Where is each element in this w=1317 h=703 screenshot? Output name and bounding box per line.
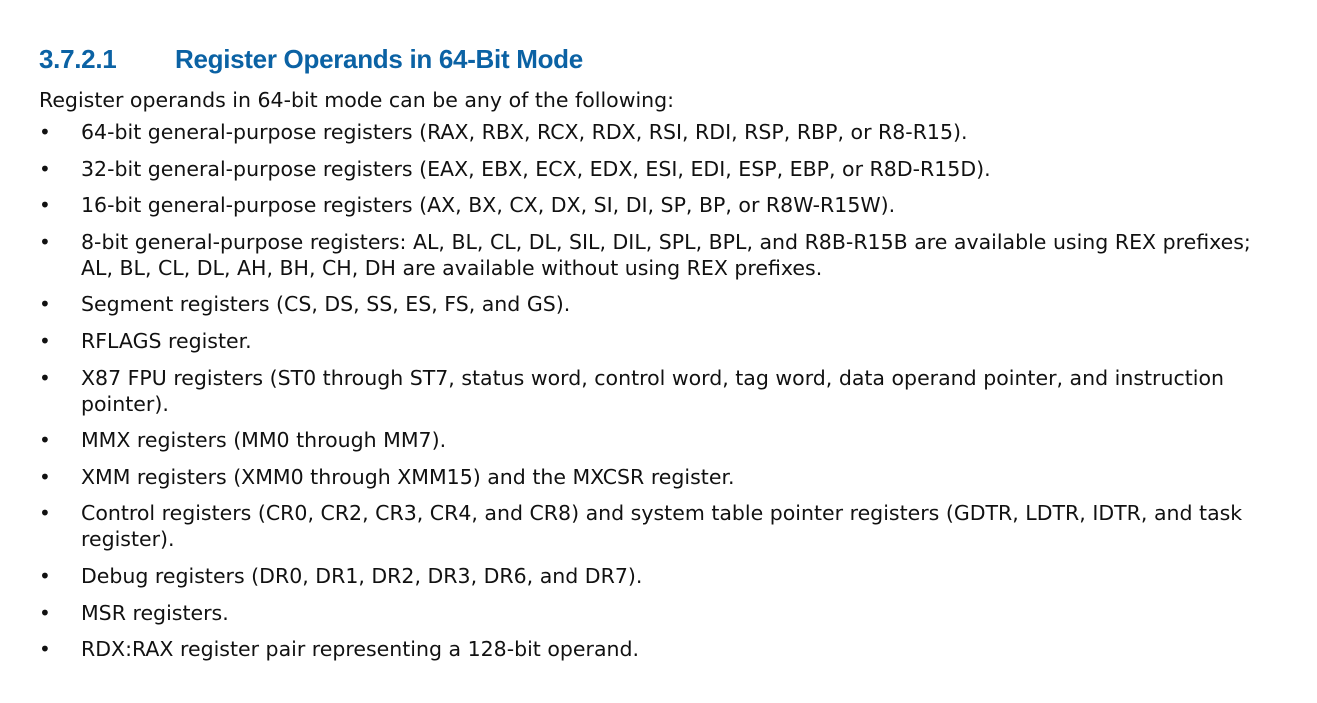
section-title: Register Operands in 64-Bit Mode <box>175 44 583 74</box>
bullet-icon: • <box>39 501 51 526</box>
list-item: • MSR registers. <box>39 600 1289 626</box>
intro-paragraph: Register operands in 64-bit mode can be … <box>39 88 675 112</box>
list-item: • 64-bit general-purpose registers (RAX, … <box>39 119 1289 145</box>
list-item-text: Control registers (CR0, CR2, CR3, CR4, a… <box>81 501 1243 552</box>
bullet-icon: • <box>39 600 51 625</box>
list-item-text: 8-bit general-purpose registers: AL, BL,… <box>81 229 1251 280</box>
list-item-text: XMM registers (XMM0 through XMM15) and t… <box>81 464 735 489</box>
bullet-icon: • <box>39 156 51 181</box>
bullet-icon: • <box>39 328 51 353</box>
bullet-icon: • <box>39 193 51 218</box>
list-item: • XMM registers (XMM0 through XMM15) and … <box>39 464 1289 490</box>
list-item-text: X87 FPU registers (ST0 through ST7, stat… <box>81 365 1224 416</box>
bullet-icon: • <box>39 637 51 662</box>
list-item: • 32-bit general-purpose registers (EAX, … <box>39 156 1289 182</box>
bullet-icon: • <box>39 428 51 453</box>
bullet-icon: • <box>39 120 51 144</box>
section-number: 3.7.2.1 <box>39 44 117 74</box>
list-item-text: RFLAGS register. <box>81 328 252 353</box>
list-item: • X87 FPU registers (ST0 through ST7, sta… <box>39 365 1289 417</box>
list-item-text: Segment registers (CS, DS, SS, ES, FS, a… <box>81 292 571 317</box>
list-item: • Segment registers (CS, DS, SS, ES, FS, … <box>39 291 1289 317</box>
list-item-text: 32-bit general-purpose registers (EAX, E… <box>81 156 991 181</box>
list-item-text: 64-bit general-purpose registers (RAX, R… <box>81 120 968 144</box>
document-page: 3.7.2.1 Register Operands in 64-Bit Mode… <box>39 42 1289 673</box>
bullet-icon: • <box>39 365 51 390</box>
bullet-icon: • <box>39 292 51 317</box>
list-item: • Debug registers (DR0, DR1, DR2, DR3, DR… <box>39 563 1289 589</box>
register-list: • 64-bit general-purpose registers (RAX, … <box>39 119 1289 662</box>
list-item-text: 16-bit general-purpose registers (AX, BX… <box>81 193 896 218</box>
list-item: • MMX registers (MM0 through MM7). <box>39 427 1289 453</box>
list-item-text: MSR registers. <box>81 600 229 625</box>
list-item: • 16-bit general-purpose registers (AX, B… <box>39 192 1289 218</box>
bullet-icon: • <box>39 229 51 254</box>
bullet-icon: • <box>39 563 51 588</box>
list-item-text: RDX:RAX register pair representing a 128… <box>81 637 640 662</box>
section-heading: 3.7.2.1 Register Operands in 64-Bit Mode <box>39 42 1289 76</box>
list-item: • RFLAGS register. <box>39 328 1289 354</box>
list-item: • Control registers (CR0, CR2, CR3, CR4, … <box>39 500 1289 552</box>
list-item-text: MMX registers (MM0 through MM7). <box>81 428 447 453</box>
list-item: • RDX:RAX register pair representing a 12… <box>39 636 1289 662</box>
list-item: • 8-bit general-purpose registers: AL, BL… <box>39 229 1289 281</box>
bullet-icon: • <box>39 464 51 489</box>
list-item-text: Debug registers (DR0, DR1, DR2, DR3, DR6… <box>81 563 643 588</box>
